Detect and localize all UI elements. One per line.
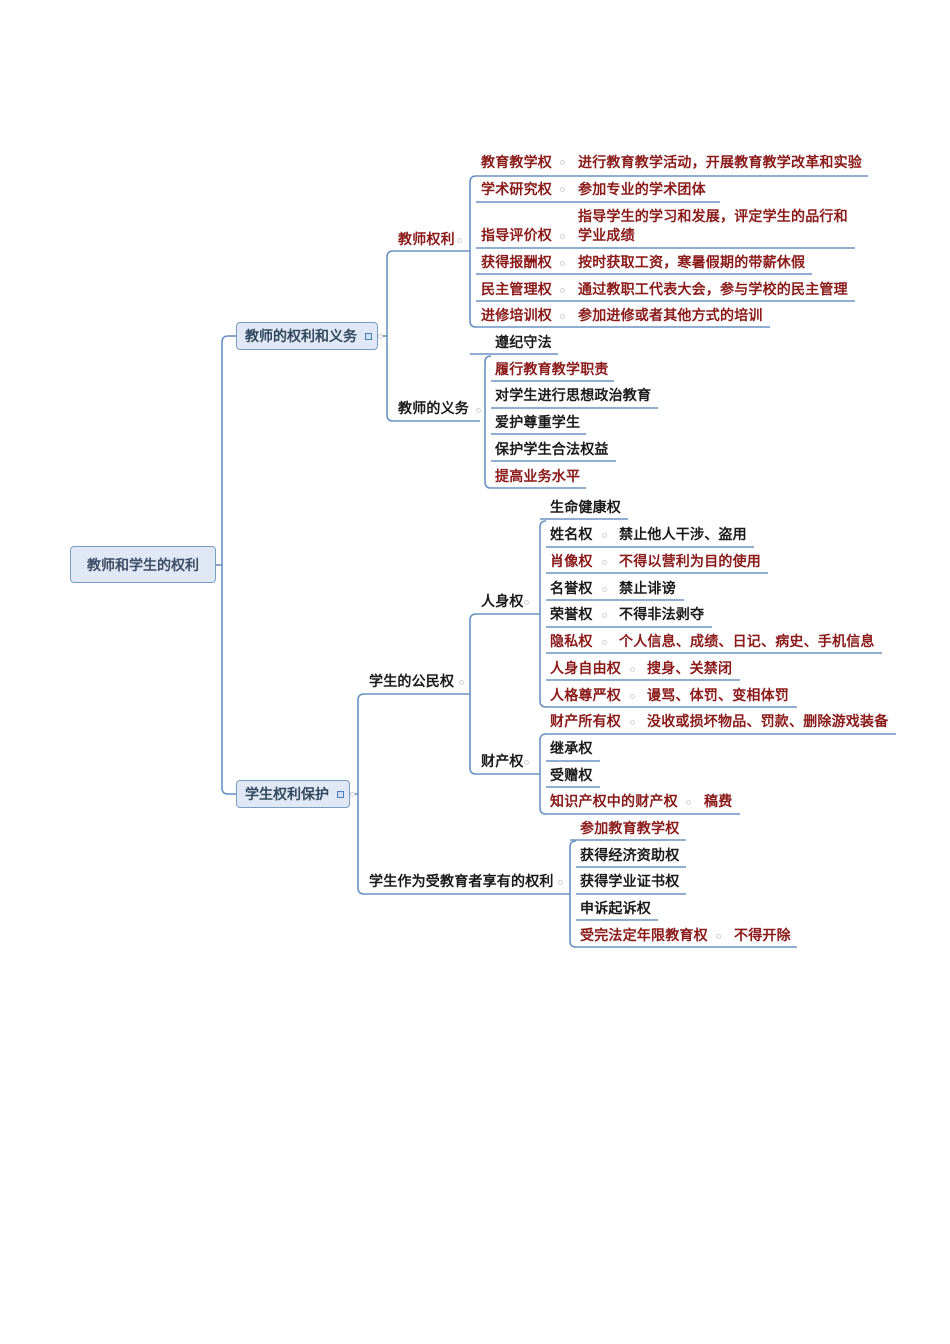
- right-label[interactable]: 指导评价权: [481, 228, 552, 244]
- expand-dot-icon[interactable]: [686, 800, 691, 805]
- educatee-item[interactable]: 受完法定年限教育权: [580, 928, 708, 944]
- expand-dot-icon[interactable]: [602, 533, 607, 538]
- right-detail: 按时获取工资，寒暑假期的带薪休假: [578, 255, 806, 271]
- educatee-bracket: [569, 840, 577, 948]
- personal-item[interactable]: 人身自由权: [550, 661, 621, 677]
- expand-dot-icon[interactable]: [630, 720, 635, 725]
- property-item[interactable]: 受赠权: [550, 768, 593, 784]
- personal-detail: 不得以营利为目的使用: [619, 554, 761, 570]
- personal-item[interactable]: 荣誉权: [550, 607, 593, 623]
- property-item[interactable]: 财产所有权: [550, 714, 621, 730]
- duty-item[interactable]: 遵纪守法: [495, 335, 552, 351]
- duty-item[interactable]: 提高业务水平: [495, 469, 581, 485]
- right-detail: 通过教职工代表大会，参与学校的民主管理: [578, 282, 848, 298]
- educatee-item[interactable]: 参加教育教学权: [580, 821, 680, 837]
- personal-detail: 搜身、关禁闭: [647, 661, 733, 677]
- expand-dot-icon[interactable]: [457, 238, 462, 243]
- expand-dot-icon[interactable]: [560, 261, 565, 266]
- property-rights-label[interactable]: 财产权: [481, 754, 524, 770]
- expand-dot-icon[interactable]: [716, 934, 721, 939]
- expand-dot-icon[interactable]: [602, 587, 607, 592]
- duty-item[interactable]: 对学生进行思想政治教育: [495, 388, 652, 404]
- expand-dot-icon[interactable]: [350, 792, 355, 797]
- property-item[interactable]: 继承权: [550, 741, 593, 757]
- property-detail: 稿费: [704, 794, 733, 810]
- expand-dot-icon[interactable]: [558, 880, 563, 885]
- root-label: 教师和学生的权利: [87, 557, 199, 574]
- property-item[interactable]: 知识产权中的财产权: [550, 794, 678, 810]
- right-label[interactable]: 学术研究权: [481, 182, 552, 198]
- personal-detail: 个人信息、成绩、日记、病史、手机信息: [619, 634, 875, 650]
- expand-dot-icon[interactable]: [560, 288, 565, 293]
- personal-bracket: [539, 520, 547, 708]
- expand-dot-icon[interactable]: [524, 600, 529, 605]
- right-label[interactable]: 民主管理权: [481, 282, 552, 298]
- personal-item[interactable]: 肖像权: [550, 554, 593, 570]
- right-label[interactable]: 教育教学权: [481, 155, 552, 171]
- duty-item[interactable]: 保护学生合法权益: [495, 442, 609, 458]
- educatee-rights-label[interactable]: 学生作为受教育者享有的权利: [369, 874, 554, 890]
- student-bracket: [357, 693, 365, 895]
- personal-detail: 禁止他人干涉、盗用: [619, 527, 747, 543]
- personal-item[interactable]: 姓名权: [550, 527, 593, 543]
- teacher-node[interactable]: 教师的权利和义务: [236, 322, 378, 350]
- expand-dot-icon[interactable]: [560, 187, 565, 192]
- expand-dot-icon[interactable]: [630, 667, 635, 672]
- teacher-rights-label[interactable]: 教师权利: [398, 232, 455, 248]
- expand-dot-icon[interactable]: [524, 760, 529, 765]
- right-detail: 参加进修或者其他方式的培训: [578, 308, 763, 324]
- expand-dot-icon[interactable]: [459, 680, 464, 685]
- expand-dot-icon[interactable]: [476, 408, 481, 413]
- personal-detail: 不得非法剥夺: [619, 607, 705, 623]
- root-bracket: [221, 335, 229, 795]
- right-label[interactable]: 获得报酬权: [481, 255, 552, 271]
- student-label: 学生权利保护: [245, 787, 329, 803]
- right-label[interactable]: 进修培训权: [481, 308, 552, 324]
- personal-item[interactable]: 名誉权: [550, 581, 593, 597]
- personal-item[interactable]: 人格尊严权: [550, 688, 621, 704]
- collapse-icon[interactable]: [337, 790, 344, 798]
- property-bracket: [539, 733, 547, 815]
- personal-detail: 谩骂、体罚、变相体罚: [647, 688, 789, 704]
- educatee-detail: 不得开除: [734, 928, 791, 944]
- educatee-item[interactable]: 获得经济资助权: [580, 848, 680, 864]
- right-detail-line2: 学业成绩: [578, 228, 635, 244]
- expand-dot-icon[interactable]: [602, 613, 607, 618]
- personal-rights-label[interactable]: 人身权: [481, 594, 524, 610]
- rights-bracket: [469, 175, 477, 328]
- expand-dot-icon[interactable]: [560, 234, 565, 239]
- duty-item[interactable]: 履行教育教学职责: [495, 362, 609, 378]
- right-detail: 参加专业的学术团体: [578, 182, 706, 198]
- personal-detail: 禁止诽谤: [619, 581, 676, 597]
- teacher-duties-label[interactable]: 教师的义务: [398, 401, 469, 417]
- root-node[interactable]: 教师和学生的权利: [70, 546, 216, 583]
- duty-item[interactable]: 爱护尊重学生: [495, 415, 581, 431]
- expand-dot-icon[interactable]: [602, 560, 607, 565]
- expand-dot-icon[interactable]: [560, 160, 565, 165]
- civil-rights-label[interactable]: 学生的公民权: [369, 674, 455, 690]
- expand-dot-icon[interactable]: [602, 640, 607, 645]
- expand-dot-icon[interactable]: [378, 334, 383, 339]
- right-detail-line1: 指导学生的学习和发展，评定学生的品行和: [578, 209, 848, 225]
- property-detail: 没收或损坏物品、罚款、删除游戏装备: [647, 714, 889, 730]
- duties-bracket: [484, 355, 492, 489]
- student-node[interactable]: 学生权利保护: [236, 780, 350, 808]
- teacher-bracket: [386, 250, 394, 422]
- educatee-item[interactable]: 申诉起诉权: [580, 901, 651, 917]
- expand-dot-icon[interactable]: [630, 694, 635, 699]
- expand-dot-icon[interactable]: [560, 314, 565, 319]
- personal-item[interactable]: 隐私权: [550, 634, 593, 650]
- teacher-label: 教师的权利和义务: [245, 329, 357, 345]
- collapse-icon[interactable]: [365, 332, 372, 340]
- right-detail: 进行教育教学活动，开展教育教学改革和实验: [578, 155, 862, 171]
- personal-item[interactable]: 生命健康权: [550, 500, 621, 516]
- civil-bracket: [469, 613, 477, 775]
- educatee-item[interactable]: 获得学业证书权: [580, 874, 680, 890]
